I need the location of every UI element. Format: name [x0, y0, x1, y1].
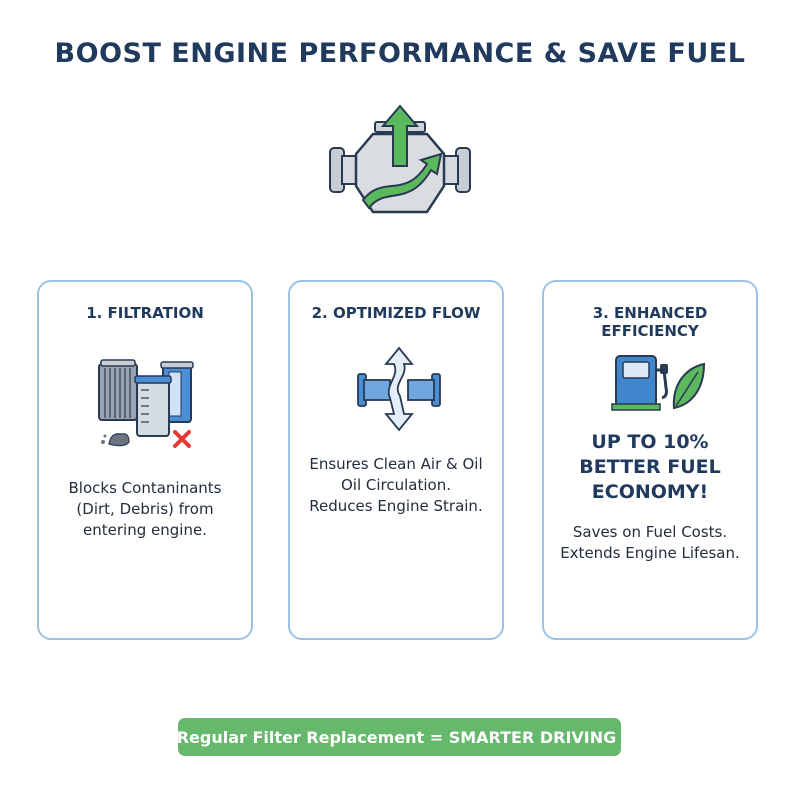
footer-banner: Regular Filter Replacement = SMARTER DRI… [176, 718, 621, 756]
card-description: Saves on Fuel Costs. Extends Engine Life… [560, 523, 740, 562]
card-enhanced-efficiency: 3. ENHANCED EFFICIENCY UP TO 10% BETTER … [542, 280, 758, 640]
engine-arrow-up-icon [329, 104, 471, 214]
card-filtration: 1. FILTRATION Blocks Contaninants [37, 280, 253, 640]
card-optimized-flow: 2. OPTIMIZED FLOW Ensures Clean Air & Oi… [288, 280, 504, 640]
filters-icon [98, 359, 194, 448]
footer-text: Regular Filter Replacement = SMARTER DRI… [176, 727, 617, 747]
fuel-economy-highlight: UP TO 10% BETTER FUEL ECONOMY! [579, 431, 721, 503]
card-description: Ensures Clean Air & Oil Oil Circulation.… [309, 455, 483, 515]
card-title: 3. ENHANCED EFFICIENCY [592, 304, 708, 340]
page-title: BOOST ENGINE PERFORMANCE & SAVE FUEL [54, 38, 746, 69]
card-title: 2. OPTIMIZED FLOW [311, 304, 481, 322]
card-description: Blocks Contaninants (Dirt, Debris) from … [68, 479, 222, 539]
pipe-flow-icon [357, 346, 441, 432]
fuel-pump-leaf-icon [611, 355, 706, 411]
card-title: 1. FILTRATION [86, 304, 204, 322]
